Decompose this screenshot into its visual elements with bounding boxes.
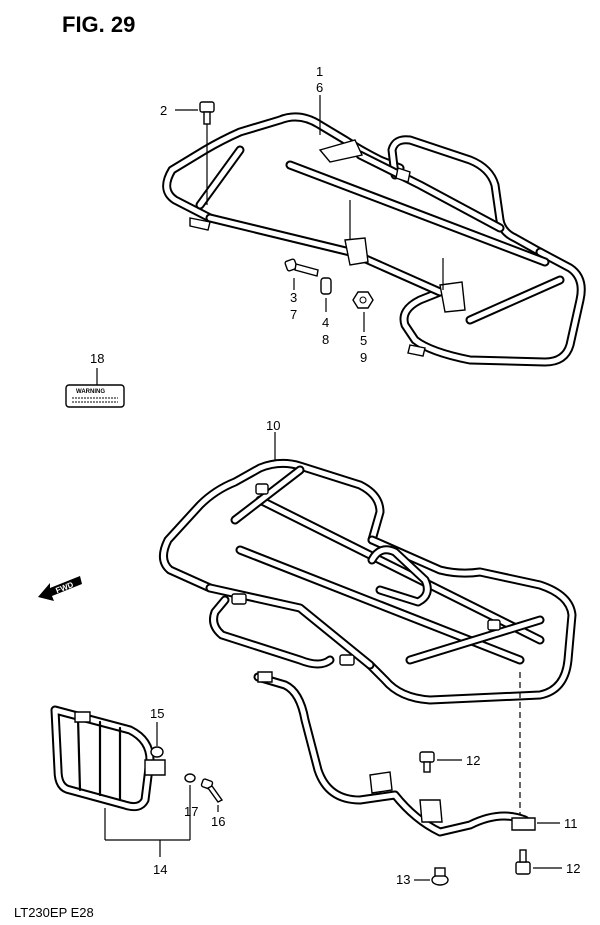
label-16: 16 bbox=[211, 814, 225, 829]
label-2: 2 bbox=[160, 103, 167, 118]
label-1: 1 bbox=[316, 64, 323, 79]
label-15: 15 bbox=[150, 706, 164, 721]
spacer-4-icon bbox=[320, 277, 332, 295]
bolt-12-lower-icon bbox=[515, 849, 531, 875]
label-17: 17 bbox=[184, 804, 198, 819]
bolt-3-icon bbox=[284, 258, 319, 277]
label-7: 7 bbox=[290, 307, 297, 322]
label-11: 11 bbox=[564, 816, 578, 831]
label-3: 3 bbox=[290, 290, 297, 305]
figure-title: FIG. 29 bbox=[62, 12, 135, 37]
label-13: 13 bbox=[396, 872, 410, 887]
label-6: 6 bbox=[316, 80, 323, 95]
label-5: 5 bbox=[360, 333, 367, 348]
rear-carrier bbox=[159, 458, 577, 705]
label-12-upper: 12 bbox=[466, 753, 480, 768]
warning-label-title: WARNING bbox=[76, 389, 105, 395]
label-18: 18 bbox=[90, 351, 104, 366]
nut-13-icon bbox=[431, 867, 449, 886]
bolt-12-upper-icon bbox=[419, 751, 435, 773]
bolt-2-icon bbox=[199, 101, 215, 125]
warning-label: WARNING bbox=[65, 384, 125, 408]
nut-5-icon bbox=[352, 291, 374, 309]
fwd-arrow-icon: FWD bbox=[38, 576, 82, 601]
front-carrier bbox=[162, 112, 586, 367]
washer-17-icon bbox=[184, 773, 196, 783]
label-10: 10 bbox=[266, 418, 280, 433]
bush-15-icon bbox=[150, 746, 164, 758]
guard-14 bbox=[50, 705, 166, 812]
label-9: 9 bbox=[360, 350, 367, 365]
fwd-arrow-text: FWD bbox=[54, 580, 74, 595]
carrier-stay bbox=[253, 671, 536, 837]
bolt-16-icon bbox=[200, 778, 224, 803]
label-8: 8 bbox=[322, 332, 329, 347]
label-14: 14 bbox=[153, 862, 167, 877]
label-12-lower: 12 bbox=[566, 861, 580, 876]
label-4: 4 bbox=[322, 315, 329, 330]
model-code: LT230EP E28 bbox=[14, 905, 94, 920]
